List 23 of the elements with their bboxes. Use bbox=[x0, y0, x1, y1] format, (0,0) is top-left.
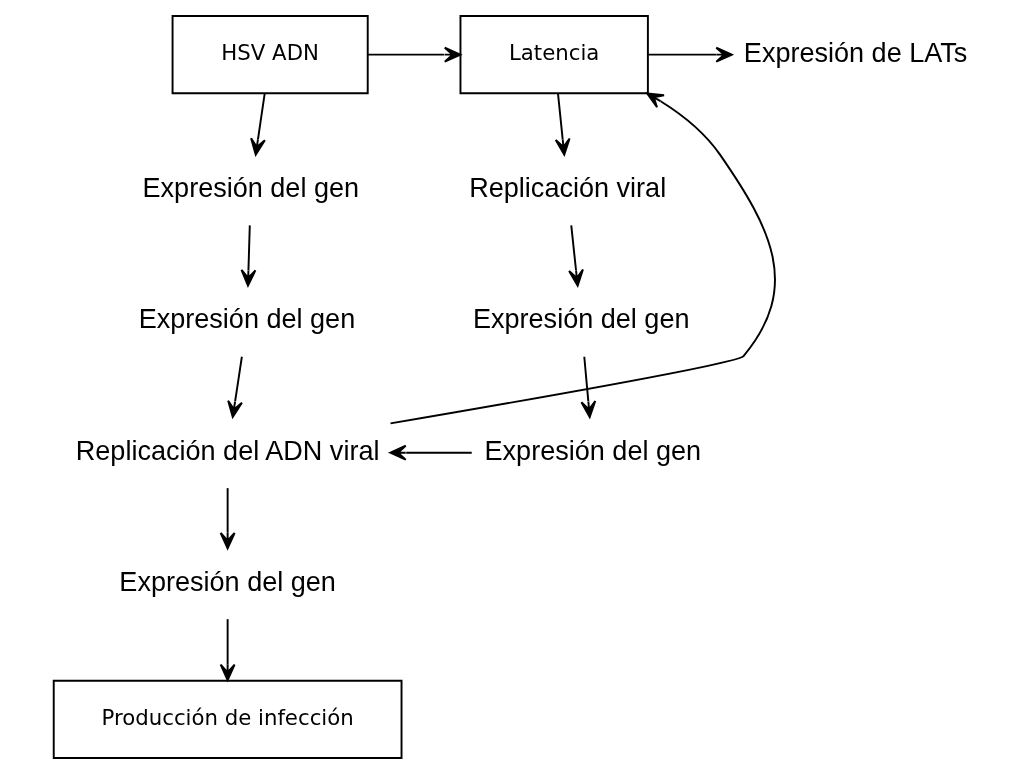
node-text: Expresión del gen bbox=[138, 304, 356, 335]
arrow bbox=[366, 46, 462, 63]
arrow bbox=[554, 92, 571, 156]
node-text: Expresión del gen bbox=[119, 567, 336, 598]
node-text: Replicación viral bbox=[469, 173, 667, 204]
node-box: Latencia bbox=[459, 15, 649, 95]
arrow bbox=[389, 92, 776, 425]
arrow bbox=[227, 355, 243, 418]
node-text: Expresión del gen bbox=[142, 173, 360, 204]
arrow bbox=[250, 92, 266, 156]
arrow bbox=[389, 444, 473, 461]
arrow bbox=[568, 224, 584, 287]
arrow bbox=[219, 618, 236, 682]
node-text: Replicación del ADN viral bbox=[75, 435, 380, 466]
arrow bbox=[647, 46, 733, 63]
node-box: Producción de infección bbox=[52, 679, 403, 759]
node-text: Expresión del gen bbox=[472, 304, 690, 335]
arrow bbox=[240, 224, 257, 287]
node-box: HSV ADN bbox=[171, 15, 369, 95]
arrow bbox=[219, 487, 236, 550]
node-text: Expresión del gen bbox=[484, 435, 702, 466]
arrow bbox=[580, 355, 597, 418]
node-text: Expresión de LATs bbox=[743, 37, 968, 68]
